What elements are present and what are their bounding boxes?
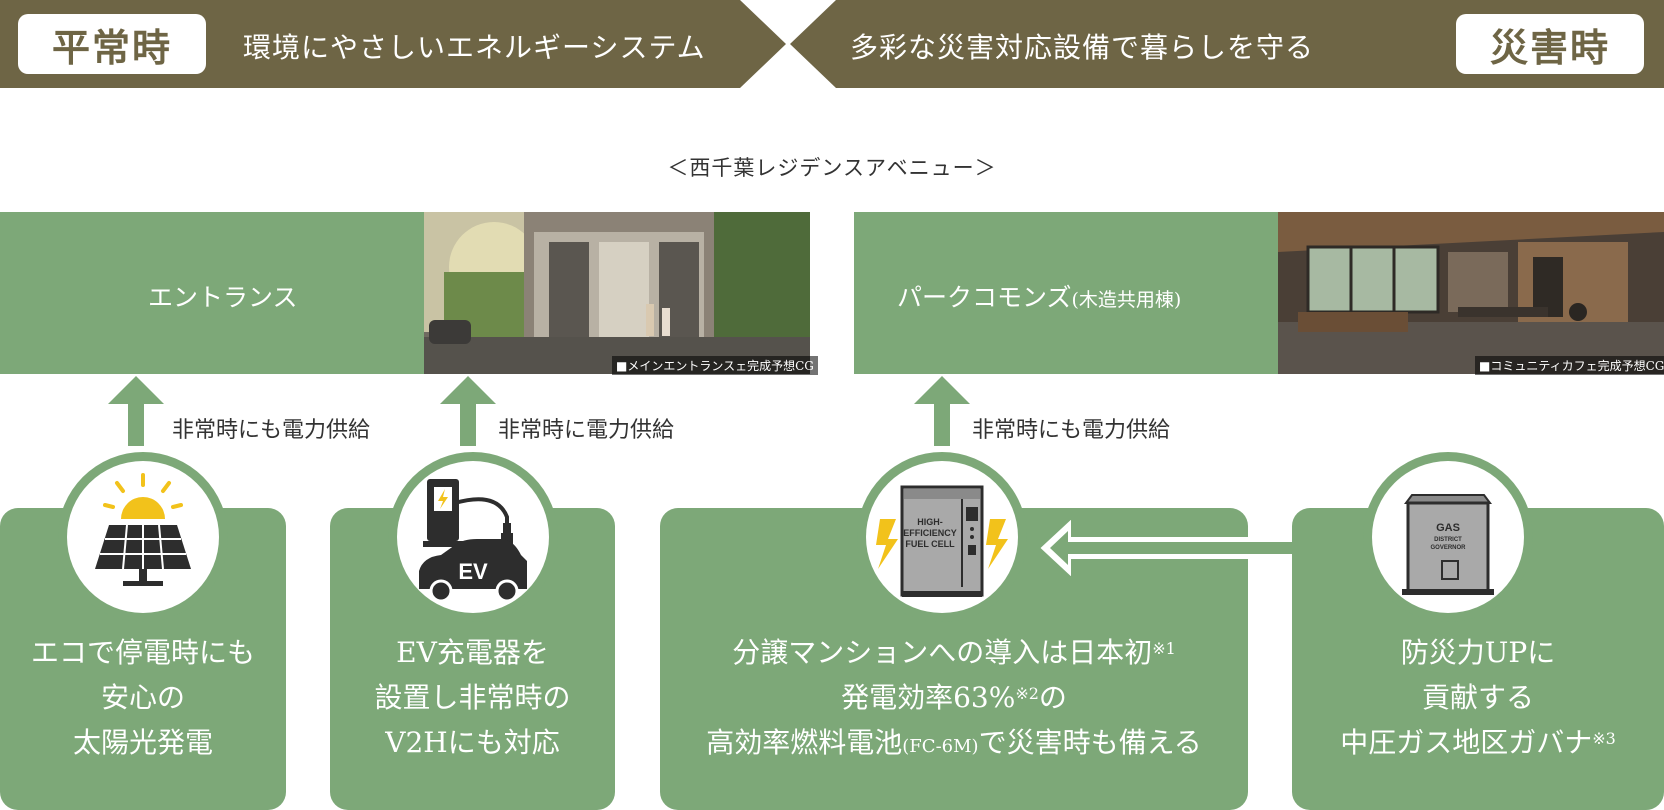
entrance-card <box>0 212 424 374</box>
fuelcell-arrow-label: 非常時にも電力供給 <box>972 418 1171 443</box>
ev-line-1: EV充電器を <box>396 636 549 669</box>
cafe-illustration <box>1278 212 1664 374</box>
fuelcell-circle-inner: HIGH- EFFICIENCY FUEL CELL <box>866 461 1018 613</box>
gas-note-3: ※3 <box>1592 729 1616 748</box>
fuelcell-up-arrow <box>914 376 970 446</box>
gas-icon-text-3: GOVERNOR <box>1430 545 1466 551</box>
disaster-time-text: 多彩な災害対応設備で暮らしを守る <box>850 31 1315 64</box>
gas-icon-text-1: GAS <box>1436 522 1460 534</box>
fuelcell-line-1: 分譲マンションへの導入は日本初※1 <box>660 630 1248 675</box>
gas-icon-text-2: DISTRICT <box>1434 537 1462 543</box>
ev-description: EV充電器を 設置し非常時の V2Hにも対応 <box>330 630 615 765</box>
fuelcell-line-2: 発電効率63%※2の <box>660 675 1248 720</box>
fuelcell-note-2: ※2 <box>1015 684 1039 703</box>
fuelcell-line-3: 高効率燃料電池(FC-6M)で災害時も備える <box>660 720 1248 769</box>
fuelcell-icon-text-2: EFFICIENCY <box>903 528 957 538</box>
ev-charger-icon: EV <box>419 479 527 603</box>
residence-name: ＜西千葉レジデンスアベニュー＞ <box>667 156 997 180</box>
gas-to-fuelcell-arrow <box>1040 520 1345 576</box>
fuelcell-line-2-text: 発電効率63% <box>841 681 1016 714</box>
park-commons-label-sub: (木造共用棟) <box>1071 289 1182 311</box>
park-commons-caption: ■コミュニティカフェ完成予想CG <box>1475 356 1664 375</box>
fuelcell-description: 分譲マンションへの導入は日本初※1 発電効率63%※2の 高効率燃料電池(FC-… <box>660 630 1248 769</box>
park-commons-label: パークコモンズ(木造共用棟) <box>897 278 1181 314</box>
ev-line-2: 設置し非常時の <box>374 681 571 714</box>
ev-up-arrow <box>440 376 496 446</box>
solar-panel-icon <box>95 473 191 586</box>
disaster-time-badge: 災害時 <box>1456 14 1644 74</box>
entrance-caption: ■メインエントランスェ完成予想CG <box>612 356 818 375</box>
entrance-photo <box>424 212 810 374</box>
solar-arrow-label: 非常時にも電力供給 <box>172 418 371 443</box>
solar-description: エコで停電時にも 安心の 太陽光発電 <box>0 630 286 765</box>
gas-line-2: 貢献する <box>1421 681 1534 714</box>
normal-time-badge: 平常時 <box>18 14 206 74</box>
park-commons-card <box>854 212 1278 374</box>
gas-line-3: 中圧ガス地区ガバナ※3 <box>1292 720 1664 765</box>
gas-governor-circle-inner: GAS DISTRICT GOVERNOR <box>1372 461 1524 613</box>
solar-circle-inner <box>67 461 219 613</box>
fuel-cell-icon: HIGH- EFFICIENCY FUEL CELL <box>876 485 1008 597</box>
ev-line-3: V2Hにも対応 <box>385 726 560 759</box>
fuelcell-line-2-tail: の <box>1038 681 1067 714</box>
park-commons-photo <box>1278 212 1664 374</box>
fuelcell-icon-text-3: FUEL CELL <box>905 539 955 549</box>
gas-governor-icon: GAS DISTRICT GOVERNOR <box>1402 494 1494 595</box>
fuelcell-note-1: ※1 <box>1152 639 1176 658</box>
ev-icon-text: EV <box>458 559 488 584</box>
ev-arrow-label: 非常時に電力供給 <box>498 418 675 443</box>
ev-circle-inner: EV <box>397 461 549 613</box>
gas-line-3-text: 中圧ガス地区ガバナ <box>1340 726 1593 759</box>
normal-time-text: 環境にやさしいエネルギーシステム <box>243 31 706 64</box>
solar-line-3: 太陽光発電 <box>72 726 213 759</box>
entrance-label: エントランス <box>148 283 298 312</box>
fuelcell-icon-text-1: HIGH- <box>917 517 943 527</box>
fuelcell-model: (FC-6M) <box>902 736 979 757</box>
solar-up-arrow <box>108 376 164 446</box>
fuelcell-line-1-text: 分譲マンションへの導入は日本初 <box>732 636 1153 669</box>
gas-line-1: 防災力UPに <box>1400 636 1556 669</box>
entrance-illustration <box>424 212 810 374</box>
solar-line-1: エコで停電時にも <box>30 636 255 669</box>
park-commons-label-main: パークコモンズ <box>897 283 1072 312</box>
fuelcell-line-3-a: 高効率燃料電池 <box>706 726 903 759</box>
fuelcell-line-3-b: で災害時も備える <box>978 726 1202 759</box>
gas-governor-description: 防災力UPに 貢献する 中圧ガス地区ガバナ※3 <box>1292 630 1664 765</box>
solar-line-2: 安心の <box>100 681 185 714</box>
